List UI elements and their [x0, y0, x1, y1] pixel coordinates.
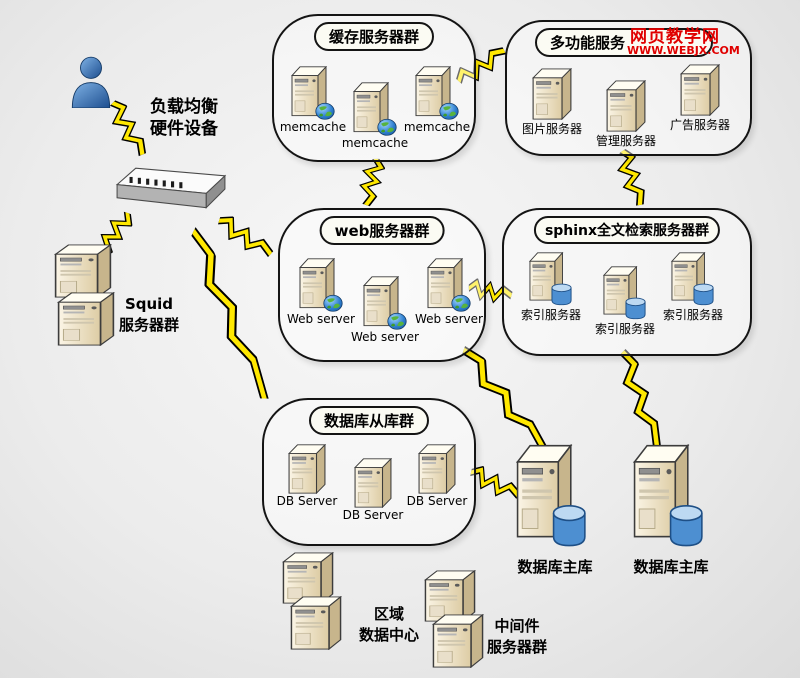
db-master-right-label: 数据库主库	[616, 556, 726, 577]
multifunction-cluster-title: 多功能服务	[535, 28, 713, 57]
link-multifunction-sphinx lightning-bolt-icon	[612, 147, 651, 210]
link-sphinx-dbmaster-right lightning-bolt-icon	[612, 346, 668, 451]
memcache-server-label: memcache	[403, 120, 471, 134]
web-server-label: Web server	[287, 312, 355, 326]
regional-dc-server-stack	[282, 552, 344, 652]
web-cluster-title: web服务器群	[319, 216, 445, 245]
index-server: 索引服务器	[592, 266, 658, 337]
image-server: 图片服务器	[519, 68, 585, 137]
server-tower-icon	[680, 64, 720, 116]
db-master-right-label-text: 数据库主库	[633, 558, 709, 576]
server-database-icon	[603, 266, 646, 320]
load-balancer-label: 负载均衡 硬件设备	[134, 96, 234, 140]
memcache-server: memcache	[280, 66, 346, 134]
db-slave-server-label: DB Server	[276, 494, 338, 508]
db-slave-server-label: DB Server	[342, 508, 404, 522]
server-database-icon	[671, 252, 714, 306]
regional-dc-label-line1: 区域	[373, 605, 404, 623]
server-tower-icon	[418, 444, 456, 494]
memcache-server: memcache	[342, 82, 408, 150]
sphinx-cluster-title: sphinx全文检索服务器群	[533, 216, 721, 244]
server-tower-icon	[354, 458, 392, 508]
server-tower-icon	[532, 68, 572, 120]
server-tower-icon	[290, 596, 342, 650]
db-master-left-label-text: 数据库主库	[517, 558, 593, 576]
multifunction-cluster-box: 多功能服务 图片服务器 管理服务器 广告服务器	[505, 20, 752, 156]
web-cluster-box: web服务器群 Web server Web server Web server	[278, 208, 486, 362]
server-globe-icon	[291, 66, 335, 120]
network-switch-icon	[116, 167, 226, 209]
server-database-icon	[529, 252, 572, 306]
db-slave-server: DB Server	[404, 444, 470, 508]
server-tower-icon	[288, 444, 326, 494]
web-server-label: Web server	[415, 312, 483, 326]
management-server-label: 管理服务器	[595, 134, 656, 148]
db-slave-server: DB Server	[274, 444, 340, 508]
person-icon	[71, 56, 111, 108]
dbslave-cluster-box: 数据库从库群 DB Server DB Server DB Server	[262, 398, 476, 546]
image-server-label: 图片服务器	[521, 122, 582, 136]
squid-label-line2: 服务器群	[118, 316, 179, 334]
regional-dc-label: 区域 数据中心	[344, 604, 434, 646]
db-master-left-icon server-database-icon	[516, 444, 586, 547]
web-server: Web server	[415, 258, 483, 326]
db-slave-server: DB Server	[340, 458, 406, 522]
index-server: 索引服务器	[518, 252, 584, 323]
middleware-label: 中间件 服务器群	[472, 616, 562, 658]
sphinx-cluster-box: sphinx全文检索服务器群 索引服务器 索引服务器 索引服务器	[502, 208, 752, 356]
web-server: Web server	[351, 276, 419, 344]
web-server: Web server	[287, 258, 355, 326]
server-globe-icon	[363, 276, 407, 330]
index-server-label: 索引服务器	[594, 322, 655, 336]
memcache-server-label: memcache	[341, 136, 409, 150]
middleware-label-line1: 中间件	[494, 617, 540, 635]
load-balancer-label-line1: 负载均衡	[150, 97, 218, 117]
db-master-right-icon server-database-icon	[633, 444, 703, 547]
web-server-label: Web server	[351, 330, 419, 344]
server-tower-icon	[54, 244, 112, 298]
squid-cluster-label: Squid 服务器群	[104, 294, 194, 336]
memcache-server-label: memcache	[279, 120, 347, 134]
index-server: 索引服务器	[660, 252, 726, 323]
squid-label-line1: Squid	[124, 295, 174, 313]
index-server-label: 索引服务器	[662, 308, 723, 322]
middleware-label-line2: 服务器群	[486, 638, 547, 656]
dbslave-cluster-title: 数据库从库群	[308, 406, 430, 435]
index-server-label: 索引服务器	[520, 308, 581, 322]
watermark-site-url: WWW.WEBJX.COM	[627, 44, 740, 57]
server-globe-icon	[427, 258, 471, 312]
watermark-site-name: 网页教学网	[630, 27, 720, 47]
server-globe-icon	[299, 258, 343, 312]
db-master-left-label: 数据库主库	[500, 556, 610, 577]
db-slave-server-label: DB Server	[406, 494, 468, 508]
link-loadbalancer-web lightning-bolt-icon	[212, 211, 278, 264]
link-cache-web lightning-bolt-icon	[355, 156, 387, 209]
management-server: 管理服务器	[593, 80, 659, 149]
server-tower-icon	[606, 80, 646, 132]
load-balancer-label-line2: 硬件设备	[150, 119, 218, 139]
server-globe-icon	[353, 82, 397, 136]
memcache-server: memcache	[404, 66, 470, 134]
regional-dc-label-line2: 数据中心	[358, 626, 419, 644]
cache-cluster-title: 缓存服务器群	[313, 22, 435, 51]
ad-server-label: 广告服务器	[669, 118, 730, 132]
ad-server: 广告服务器	[667, 64, 733, 133]
server-globe-icon	[415, 66, 459, 120]
cache-cluster-box: 缓存服务器群 memcache memcache memcache	[272, 14, 476, 162]
